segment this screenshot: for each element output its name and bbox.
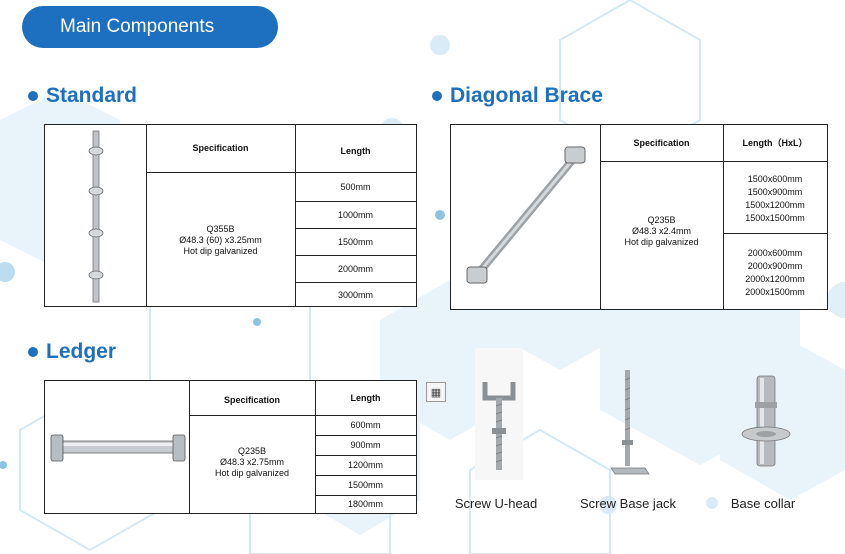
screw-base-jack-label: Screw Base jack [579, 496, 677, 511]
screw-u-head-icon [482, 382, 516, 470]
screw-base-jack-icon [610, 370, 650, 475]
base-collar-photo [737, 372, 793, 480]
ledger-section-title: Ledger [28, 340, 116, 364]
diagonal-length-group-2: 2000x600mm 2000x900mm 2000x1200mm 2000x1… [745, 248, 805, 297]
standard-length-item: 1500mm [337, 236, 373, 247]
ledger-length-item: 600mm [350, 420, 381, 430]
standard-length-item: 3000mm [337, 289, 373, 300]
standard-section-title: Standard [28, 84, 137, 108]
ledger-length-item: 1500mm [347, 480, 383, 490]
diagonal-brace-image [466, 146, 586, 284]
ledger-length-item: 1200mm [347, 460, 383, 470]
ledger-pipe-image [50, 434, 186, 462]
base-collar-label: Base collar [730, 496, 796, 511]
screw-u-head-photo [475, 348, 523, 480]
diagonal-brace-table: Specification Length（HxL） Q235B Ø48.3 x2… [450, 124, 828, 310]
standard-spec-text: Q355B Ø48.3 (60) x3.25mm Hot dip galvani… [179, 223, 262, 256]
standard-spec-header: Specification [192, 143, 249, 153]
standard-length-item: 500mm [340, 181, 371, 192]
screw-base-jack-photo [603, 368, 653, 480]
ledger-length-item: 900mm [350, 440, 381, 450]
standard-length-header: Length [340, 145, 371, 156]
bullet-dot-icon [28, 91, 38, 101]
standard-pipe-image [88, 130, 104, 303]
standard-length-item: 2000mm [337, 263, 373, 274]
ledger-length-item: 1800mm [347, 499, 383, 509]
ledger-spec-header: Specification [223, 394, 280, 405]
diagonal-spec-text: Q235B Ø48.3 x2.4mm Hot dip galvanized [624, 214, 699, 247]
diagonal-length-group-1: 1500x600mm 1500x900mm 1500x1200mm 1500x1… [745, 174, 805, 223]
diagonal-brace-section-title: Diagonal Brace [432, 84, 603, 108]
bullet-dot-icon [28, 347, 38, 357]
table-icon[interactable]: ▦ [426, 382, 446, 402]
main-components-banner: Main Components [22, 6, 278, 48]
bullet-dot-icon [432, 91, 442, 101]
diagonal-spec-header: Specification [633, 137, 690, 148]
base-collar-icon [741, 375, 791, 467]
standard-length-item: 1000mm [337, 209, 373, 220]
diagonal-length-header: Length（HxL） [742, 137, 808, 148]
ledger-length-header: Length [350, 392, 381, 403]
screw-u-head-label: Screw U-head [454, 496, 538, 511]
ledger-table: Specification Length Q235B Ø48.3 x2.75mm… [44, 380, 417, 514]
standard-table: Specification Length Q355B Ø48.3 (60) x3… [44, 124, 417, 307]
ledger-spec-text: Q235B Ø48.3 x2.75mm Hot dip galvanized [214, 445, 290, 478]
